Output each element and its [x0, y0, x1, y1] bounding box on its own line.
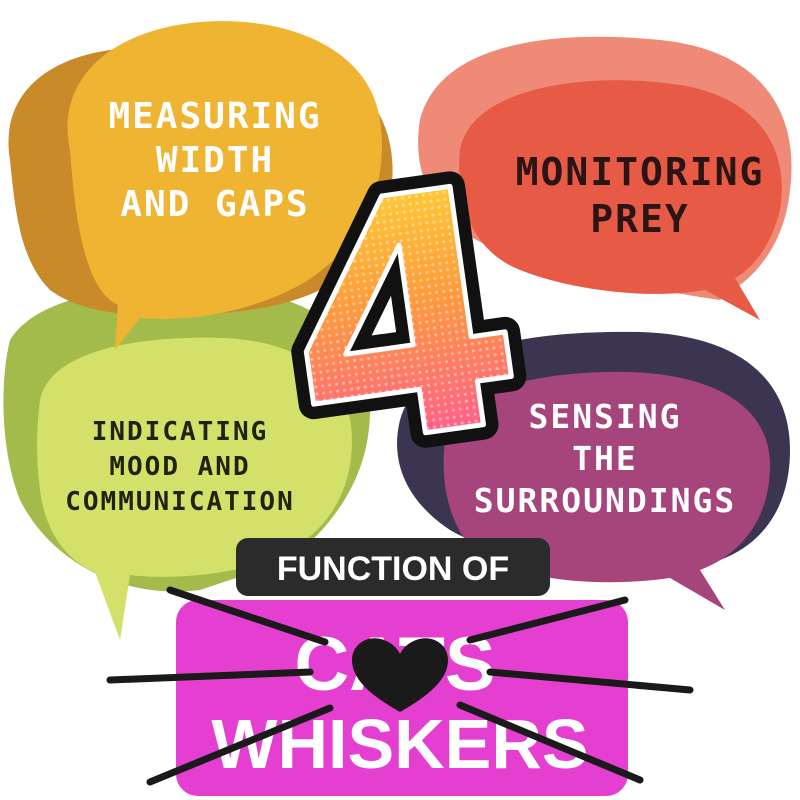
- number-four-fill: 4: [263, 115, 544, 527]
- sensing-line-2: THE: [572, 439, 638, 478]
- measuring-line-2: WIDTH: [156, 140, 274, 181]
- bubble-monitoring-prey: MONITORING PREY: [418, 36, 792, 320]
- whisker-right-1: [466, 596, 629, 644]
- bubble-measuring-width: MEASURING WIDTH AND GAPS: [8, 21, 393, 350]
- title-label: FUNCTION OF: [277, 550, 509, 588]
- bubble-prey-body: [459, 80, 782, 320]
- heart-nose-icon: [352, 638, 448, 712]
- bubble-indicating-mood: INDICATING MOOD AND COMMUNICATION: [3, 286, 370, 640]
- whisker-left-2: [106, 668, 314, 684]
- measuring-line-1: MEASURING: [108, 96, 321, 137]
- whisker-right-3: [456, 701, 644, 784]
- whisker-right-2: [486, 668, 694, 694]
- mood-line-1: INDICATING: [92, 417, 269, 447]
- number-four: 4 4 4: [248, 100, 559, 542]
- mood-line-3: COMMUNICATION: [65, 487, 295, 517]
- sensing-line-1: SENSING: [528, 397, 681, 436]
- prey-line-2: PREY: [590, 197, 690, 241]
- title-block: FUNCTION OF CATS WHISKERS: [106, 538, 694, 796]
- sensing-line-3: SURROUNDINGS: [474, 481, 736, 520]
- bubble-measuring-body: [67, 21, 382, 350]
- number-four-dots: 4: [263, 115, 544, 527]
- title-whiskers: WHISKERS: [211, 705, 588, 783]
- whisker-left-3: [146, 704, 334, 786]
- number-four-outline: 4: [263, 115, 544, 527]
- measuring-line-3: AND GAPS: [120, 184, 309, 225]
- whiskers: [106, 586, 694, 786]
- mood-line-2: MOOD AND: [109, 452, 250, 482]
- whisker-left-1: [166, 586, 329, 646]
- bubble-mood-body: [37, 337, 352, 640]
- prey-line-1: MONITORING: [516, 150, 765, 194]
- title-label-bg: [236, 538, 550, 596]
